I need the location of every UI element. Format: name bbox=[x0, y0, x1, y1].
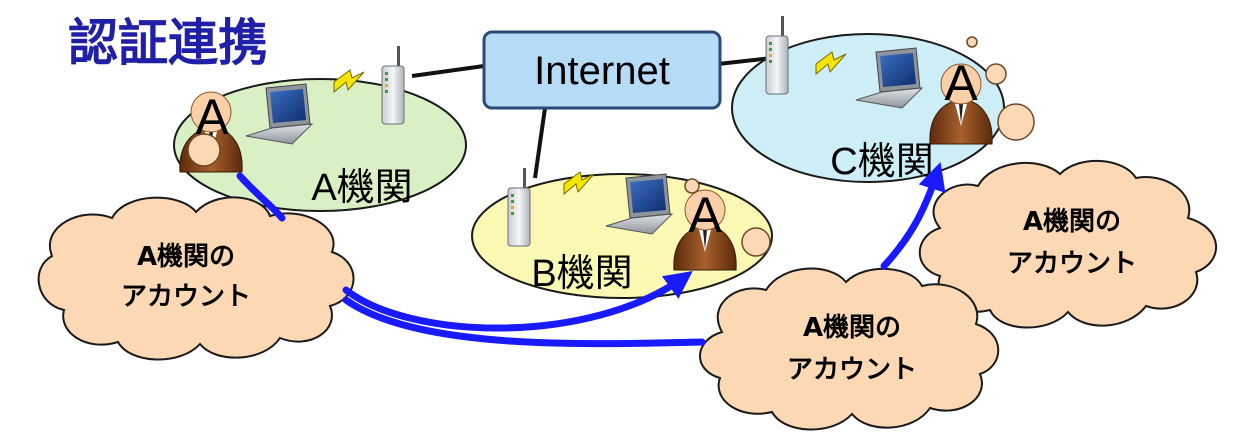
cloud-bottom-line2: アカウント bbox=[787, 355, 917, 385]
user-a: A bbox=[179, 89, 243, 173]
internet-box bbox=[482, 30, 722, 110]
account-cloud-right: A機関の アカウント bbox=[918, 160, 1218, 329]
account-cloud-bottom: A機関の アカウント bbox=[699, 267, 1000, 431]
router-c bbox=[765, 15, 789, 95]
link-router-b bbox=[533, 107, 547, 179]
flow-arrow-to-b bbox=[342, 271, 693, 332]
account-cloud-left: A機関の アカウント bbox=[37, 196, 355, 361]
internet-node: Internet bbox=[482, 30, 722, 110]
cloud-right-line2: アカウント bbox=[1007, 249, 1137, 279]
router-a bbox=[381, 45, 405, 125]
link-router-a bbox=[411, 64, 485, 78]
user-b: A bbox=[673, 178, 771, 271]
page-title: 認証連携 bbox=[68, 14, 268, 72]
thought-bubble-icon bbox=[985, 63, 1007, 85]
wireless-router-icon bbox=[381, 45, 405, 125]
flow-arrow-to-c bbox=[880, 161, 946, 270]
internet-label: Internet bbox=[534, 49, 670, 93]
thought-bubble-icon bbox=[684, 178, 700, 194]
cloud-shape bbox=[699, 267, 1000, 431]
router-b bbox=[507, 167, 531, 247]
cloud-bottom-line1: A機関の bbox=[803, 313, 901, 343]
flow-arrow-to-bottom-cloud bbox=[342, 296, 706, 348]
organization-b-label: B機関 bbox=[531, 253, 632, 295]
wireless-router-icon bbox=[765, 15, 789, 95]
organization-a-label: A機関 bbox=[311, 167, 412, 209]
thought-bubble-icon bbox=[187, 133, 221, 167]
wireless-router-icon bbox=[507, 167, 531, 247]
cloud-shape bbox=[37, 196, 355, 361]
cloud-left-line1: A機関の bbox=[137, 242, 235, 272]
user-c-label: A bbox=[944, 55, 978, 111]
thought-bubble-icon bbox=[997, 103, 1035, 141]
user-b-label: A bbox=[688, 187, 722, 243]
cloud-right-line1: A機関の bbox=[1023, 207, 1121, 237]
user-c: A bbox=[929, 36, 1035, 145]
organization-c-label: C機関 bbox=[830, 141, 933, 183]
flow-arrow-user-to-cloud bbox=[236, 172, 286, 222]
cloud-left-line2: アカウント bbox=[121, 282, 251, 312]
credential-flow-arrows bbox=[236, 161, 946, 348]
thought-bubble-icon bbox=[966, 36, 978, 48]
thought-bubble-icon bbox=[741, 227, 771, 257]
